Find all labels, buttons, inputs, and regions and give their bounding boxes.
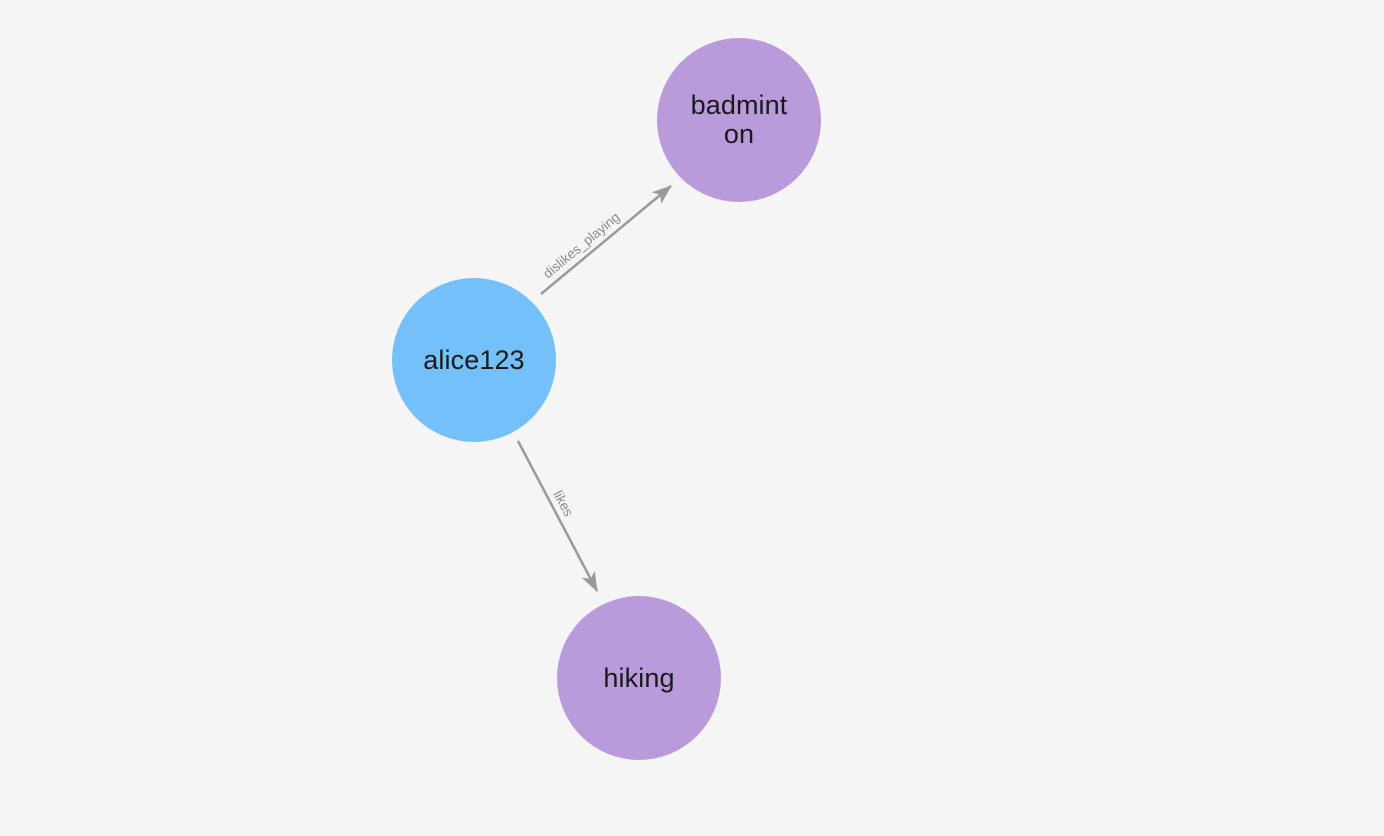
graph-node-hiking[interactable]: hiking <box>557 596 721 760</box>
node-label-alice123: alice123 <box>423 344 525 375</box>
edge-group <box>516 185 672 592</box>
graph-node-alice123[interactable]: alice123 <box>392 278 556 442</box>
node-label-hiking: hiking <box>603 662 675 693</box>
edge-likes[interactable] <box>516 440 599 592</box>
edge-dislikes-playing[interactable] <box>540 185 672 295</box>
node-label-badminton: badminton <box>690 90 788 149</box>
graph-node-badminton[interactable]: badminton <box>657 38 821 202</box>
